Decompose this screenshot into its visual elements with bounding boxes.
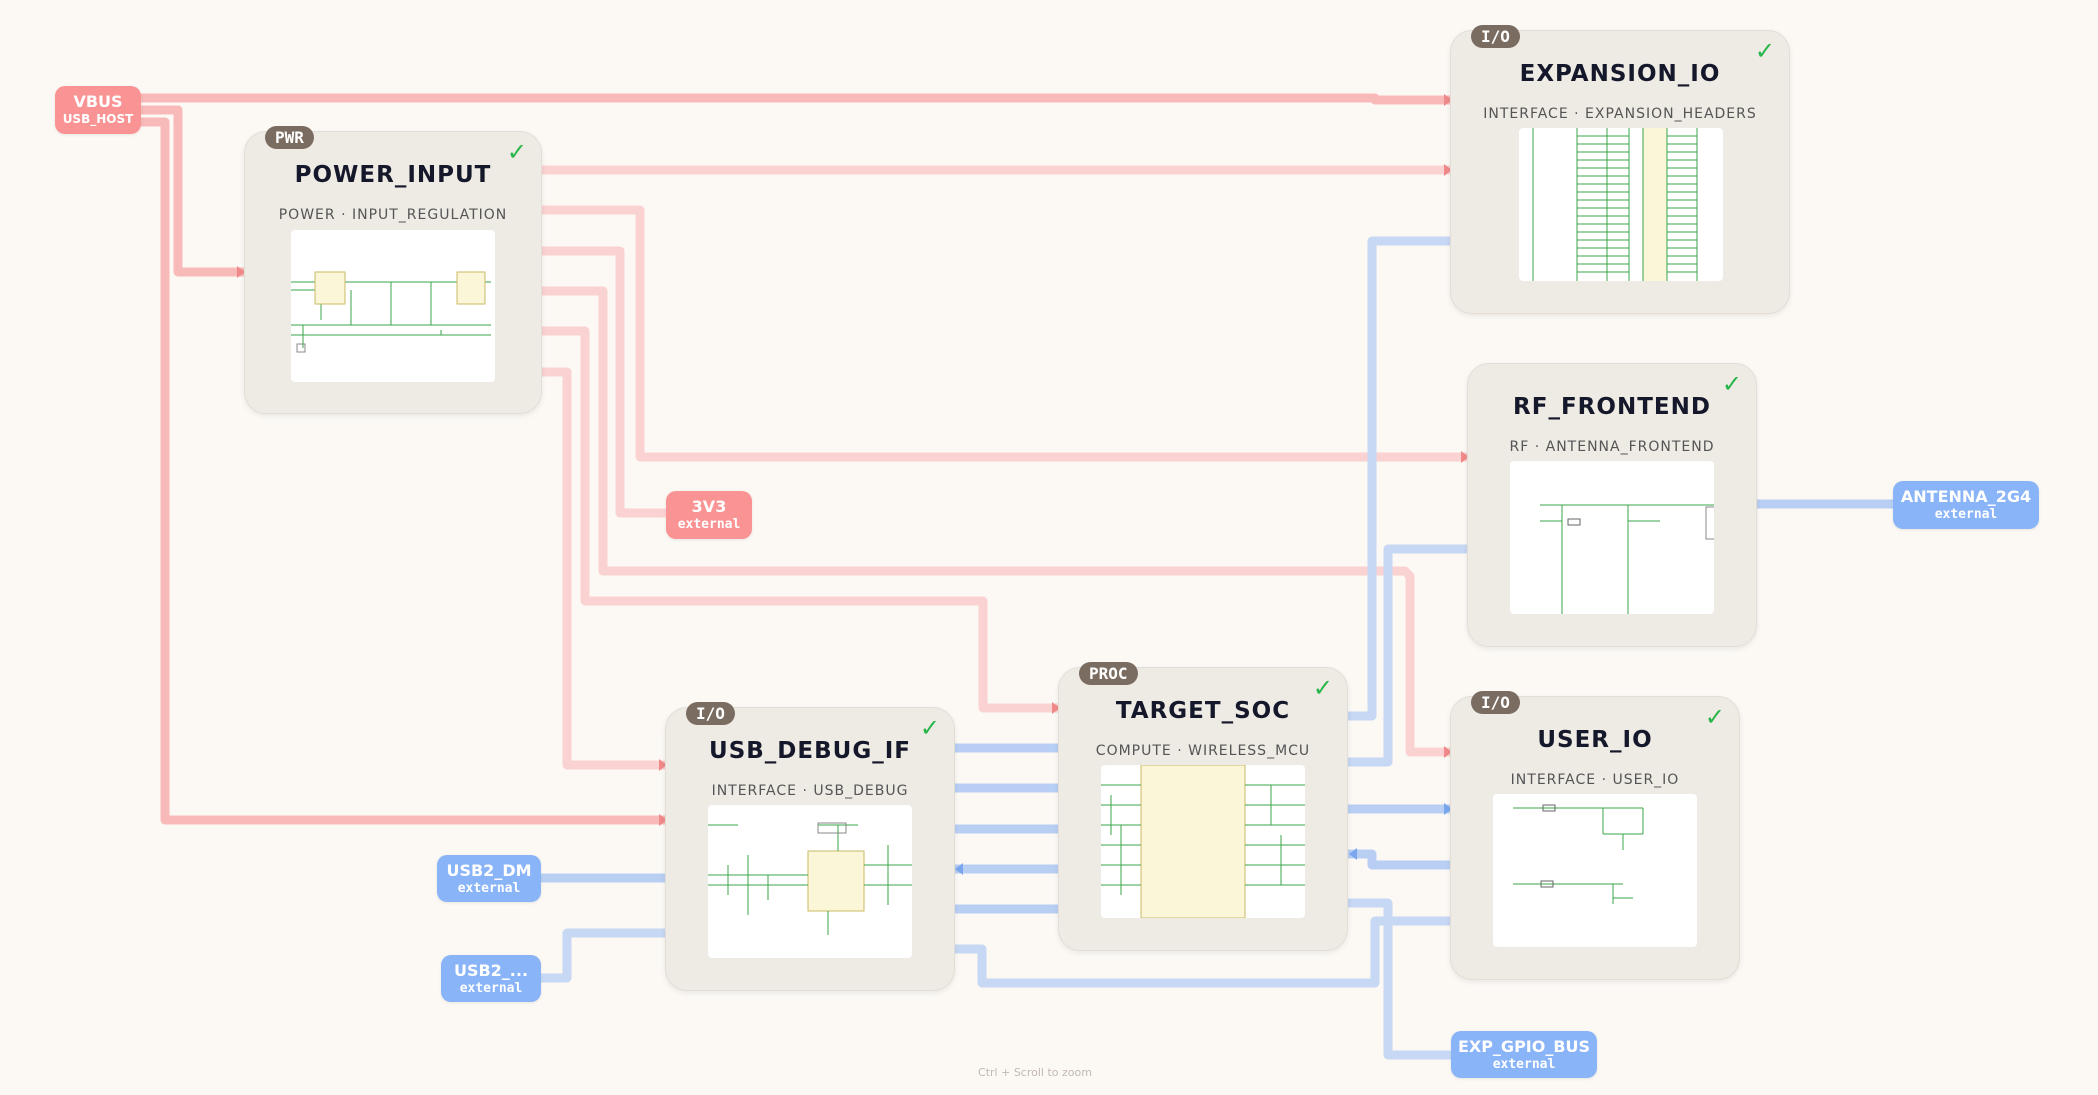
wire-power-userio (537, 286, 1455, 757)
schematic-thumbnail[interactable] (291, 230, 495, 382)
wire-soc-userio-2 (1344, 849, 1455, 870)
port-detail: USB_HOST (62, 112, 134, 126)
port-exp-gpio-bus[interactable]: EXP_GPIO_BUS external (1451, 1031, 1597, 1078)
schematic-thumbnail[interactable] (1510, 461, 1714, 614)
status-check-icon: ✓ (1312, 674, 1333, 702)
port-antenna-2g4[interactable]: ANTENNA_2G4 external (1893, 481, 2039, 529)
schematic-preview (1540, 504, 1714, 614)
port-name: 3V3 (691, 497, 727, 516)
block-subtitle: INTERFACE · USB_DEBUG (711, 783, 909, 799)
block-expansion-io[interactable]: I/O ✓ EXPANSION_IO INTERFACE · EXPANSION… (1450, 25, 1790, 314)
block-subtitle: INTERFACE · USER_IO (1510, 772, 1680, 788)
block-title: POWER_INPUT (294, 162, 492, 188)
schematic-preview (1101, 765, 1305, 918)
wire-soc-rf (1344, 544, 1472, 767)
schematic-thumbnail[interactable] (1101, 765, 1305, 918)
status-check-icon: ✓ (919, 714, 940, 742)
port-3v3[interactable]: 3V3 external (666, 491, 752, 539)
wire-power-usbdebug (537, 367, 670, 770)
block-usb-debug-if[interactable]: I/O ✓ USB_DEBUG_IF INTERFACE · USB_DEBUG (665, 702, 955, 991)
block-title: RF_FRONTEND (1513, 394, 1711, 420)
port-vbus[interactable]: VBUS USB_HOST (55, 86, 141, 134)
wire-dp-usb (537, 928, 670, 983)
wire-soc-expgpio (1344, 898, 1455, 1060)
zoom-hint: Ctrl + Scroll to zoom (978, 1066, 1092, 1079)
block-type-badge: I/O (1471, 25, 1520, 48)
block-user-io[interactable]: I/O ✓ USER_IO INTERFACE · USER_IO (1450, 691, 1740, 980)
schematic-preview (1513, 804, 1644, 904)
wire-vbus-expansion (135, 93, 1455, 105)
block-rf-frontend[interactable]: ✓ RF_FRONTEND RF · ANTENNA_FRONTEND (1467, 363, 1757, 647)
port-detail: external (457, 881, 521, 896)
schematic-thumbnail[interactable] (1519, 128, 1723, 281)
block-target-soc[interactable]: PROC ✓ TARGET_SOC COMPUTE · WIRELESS_MCU (1058, 662, 1348, 951)
schematic-preview (1532, 128, 1698, 281)
block-type-badge: PROC (1079, 662, 1138, 685)
status-check-icon: ✓ (1721, 370, 1742, 398)
block-subtitle: COMPUTE · WIRELESS_MCU (1095, 743, 1311, 759)
block-type-badge: PWR (265, 126, 314, 149)
port-usb2-dm[interactable]: USB2_DM external (437, 855, 541, 902)
wire-power-3v3 (537, 246, 670, 518)
port-name: ANTENNA_2G4 (1900, 487, 2032, 506)
status-check-icon: ✓ (1754, 37, 1775, 65)
block-title: USB_DEBUG_IF (709, 738, 911, 764)
block-title: TARGET_SOC (1115, 698, 1291, 724)
port-detail: external (1934, 507, 1998, 522)
port-name: EXP_GPIO_BUS (1457, 1037, 1591, 1056)
block-type-badge: I/O (686, 702, 735, 725)
status-check-icon: ✓ (506, 138, 527, 166)
schematic-preview (708, 822, 912, 935)
port-name: VBUS (73, 92, 123, 111)
block-subtitle: RF · ANTENNA_FRONTEND (1509, 439, 1715, 455)
wire-power-rf (537, 205, 1472, 462)
wire-power-soc (537, 326, 1063, 713)
port-detail: external (1492, 1057, 1556, 1072)
port-usb2-dp[interactable]: USB2_... external (441, 955, 541, 1002)
port-name: USB2_DM (446, 861, 532, 880)
block-title: EXPANSION_IO (1519, 61, 1721, 87)
wire-vbus-power (135, 105, 248, 277)
block-subtitle: INTERFACE · EXPANSION_HEADERS (1483, 106, 1757, 122)
wire-soc-expansion (1344, 236, 1455, 721)
wire-vbus-usbdebug (135, 117, 670, 825)
schematic-preview (291, 271, 491, 353)
wire-usbdebug-userio (950, 916, 1455, 988)
block-power-input[interactable]: PWR ✓ POWER_INPUT POWER · INPUT_REGULATI… (244, 126, 542, 414)
schematic-thumbnail[interactable] (708, 805, 912, 958)
port-detail: external (677, 517, 741, 532)
block-type-badge: I/O (1471, 691, 1520, 714)
block-subtitle: POWER · INPUT_REGULATION (278, 207, 508, 223)
status-check-icon: ✓ (1704, 703, 1725, 731)
port-name: USB2_... (453, 961, 529, 980)
schematic-thumbnail[interactable] (1493, 794, 1697, 947)
port-detail: external (459, 981, 523, 996)
block-title: USER_IO (1537, 727, 1653, 753)
